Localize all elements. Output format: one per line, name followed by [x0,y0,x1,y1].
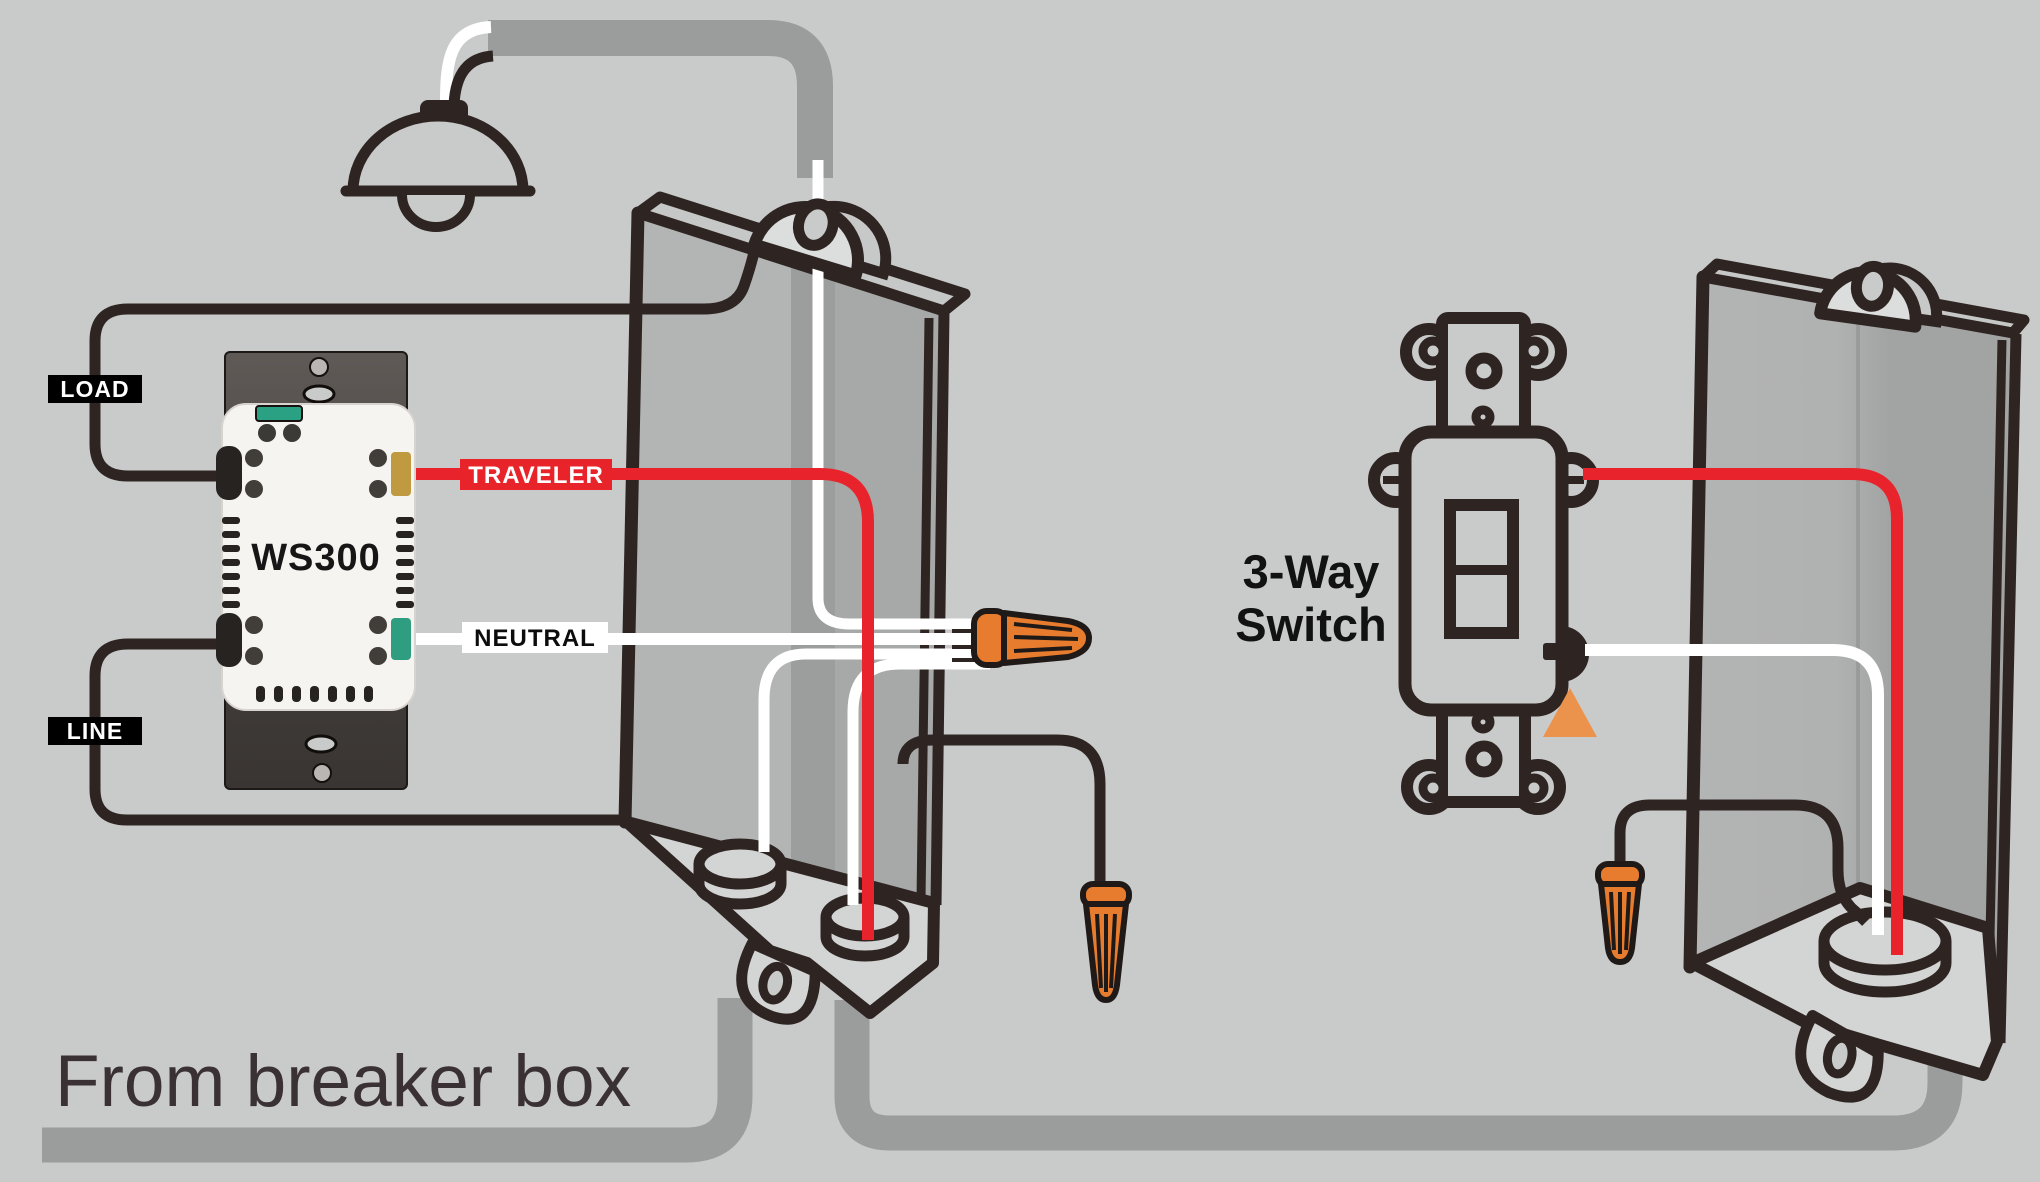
left-box-bottom-ear [736,937,821,1025]
lamp-white-cord [440,21,492,104]
left-pigtail-wire [897,734,1106,888]
ws300-left-terminal-bottom [216,613,242,667]
three-way-switch [1368,312,1599,815]
left-box-bottom-ear-hole [758,961,793,1005]
right-pigtail-wire [1614,799,1870,926]
wire-nut-horizontal [971,608,1092,668]
traveler-label: TRAVELER [460,459,612,490]
ws300-brass-terminal [391,452,411,496]
ws300-bottom-vents [256,686,373,702]
three-way-switch-label-line1: 3-Way [1243,545,1380,598]
load-wire [89,246,761,378]
right-box-bottom-ear [1795,1010,1884,1103]
left-box-right-edge-inner [916,317,934,901]
right-box-left-edge [1683,270,1710,974]
right-box-top-ear-hole [1850,260,1895,312]
breaker-neutral-wire [758,648,990,852]
three-way-switch-label: 3-Way Switch [1235,545,1386,651]
load-wire-device-segment [89,400,232,482]
wire-nut-left-vertical [1080,881,1132,1003]
wire-nut-right [1595,861,1645,965]
lamp-bulb [397,194,475,232]
line-wire [89,742,628,826]
ws300-body [221,403,416,711]
traveler-wire [405,468,874,940]
ceiling-conduit [488,20,833,178]
caption-from-breaker-box: From breaker box [55,1041,631,1122]
right-box-right-edge-inner [1983,339,2007,1038]
lamp-shade [347,110,529,192]
switch-strap-hole-small [1471,405,1495,429]
traveler-label-text: TRAVELER [468,462,604,489]
ws300-device: WS300 [216,403,416,711]
common-terminal-indicator-triangle [1543,688,1597,737]
right-common-white-wire [1585,644,1884,935]
right-electrical-box [1683,258,2030,1081]
ws300-neutral-terminal [391,618,411,660]
line-label-text: LINE [67,718,123,744]
conduits [42,20,1963,1163]
right-box-knockout [1818,906,1952,998]
interbox-conduit [834,1000,1963,1151]
breaker-conduit [42,998,753,1163]
neutral-label: NEUTRAL [462,622,608,653]
switch-common-screw [1561,626,1589,682]
ws300-model-label: WS300 [251,537,381,579]
line-wire-device-segment [89,638,232,720]
load-label: LOAD [48,375,142,403]
right-traveler-wire [1583,468,1903,955]
pendant-light [340,21,536,232]
right-box-bottom-ear-hole [1822,1033,1857,1079]
left-box-top-ear [748,198,892,282]
neutral-label-text: NEUTRAL [474,625,596,652]
left-box-top-ear-hole [792,198,839,251]
ws300-green-terminal [255,405,303,422]
ws300-screw [258,424,276,442]
lamp-black-cord [448,50,494,106]
lamp-neutral-wire [812,160,990,630]
right-box-top-ear [1814,260,1943,333]
ws300-screw [283,424,301,442]
bracket-screw-top [309,357,329,377]
bracket-screw-bottom [312,763,332,783]
right-box-right-edge-outer [1994,333,2022,1044]
switch-strap-hole-large [1465,352,1503,390]
bracket-slot-top [302,384,336,404]
bracket-slot-bottom [304,734,338,754]
ws300-side-vents [222,517,414,608]
left-box-right-edge-outer [930,311,950,906]
left-box-knockout-1 [693,838,787,910]
load-label-text: LOAD [60,376,129,402]
three-way-switch-label-line2: Switch [1235,598,1386,651]
ws300-left-terminal-top [216,446,242,500]
line-label: LINE [48,717,142,745]
